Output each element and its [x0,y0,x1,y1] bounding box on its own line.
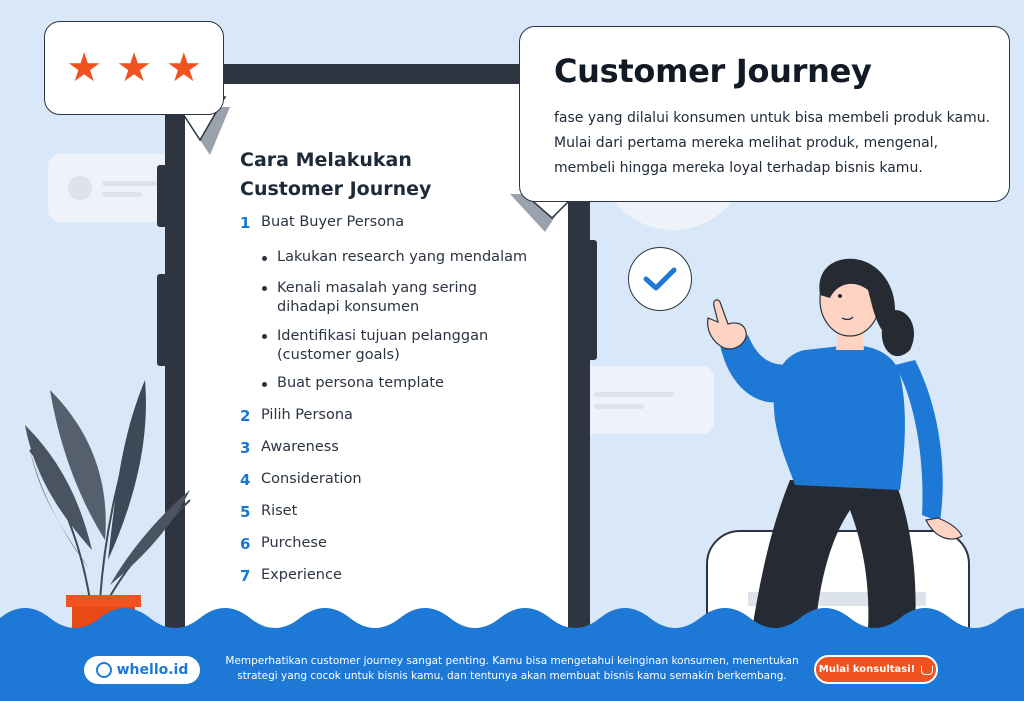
bg-card-left-line [102,181,158,186]
definition-bubble [519,26,1010,202]
sub-step-label: Buat persona template [277,375,444,391]
steps-title-line: Cara Melakukan [240,149,412,171]
bg-card-right-line [594,392,674,397]
steps-list: 1 Buat Buyer Persona Lakukan research ya… [240,214,560,599]
check-bubble [628,247,692,311]
step-item: 1 Buat Buyer Persona [240,214,560,246]
sub-step-label: Kenali masalah yang sering dihadapi kons… [277,280,477,315]
step-label: Riset [261,503,298,519]
bg-card-left-line [102,192,142,197]
bullet-icon [262,382,267,387]
bullet-icon [262,334,267,339]
step-number: 7 [240,567,251,585]
sub-step-item: Identifikasi tujuan pelanggan (customer … [240,327,560,375]
step-item: 5 Riset [240,503,560,535]
step-label: Experience [261,567,342,583]
step-item: 2 Pilih Persona [240,407,560,439]
star-icon: ★ [66,46,103,90]
bg-card-left-avatar [68,176,92,200]
bg-card-right [580,366,714,434]
definition-title: Customer Journey [554,52,872,90]
bg-card-right-line [594,404,644,409]
step-item: 3 Awareness [240,439,560,471]
steps-title: Cara Melakukan Customer Journey [240,146,540,204]
sub-step-item: Kenali masalah yang sering dihadapi kons… [240,279,560,327]
step-number: 2 [240,407,251,425]
footer-text: Memperhatikan customer journey sangat pe… [225,655,799,682]
sub-step-item: Lakukan research yang mendalam [240,249,560,279]
bullet-icon [262,286,267,291]
star-icon: ★ [116,46,152,90]
sub-step-label: Identifikasi tujuan pelanggan (customer … [277,328,489,363]
step-number: 5 [240,503,251,521]
phone-screen [185,84,568,684]
step-item: 4 Consideration [240,471,560,503]
step-label: Awareness [261,439,339,455]
consultation-button-label: Mulai konsultasi! [818,664,916,675]
step-number: 6 [240,535,251,553]
whello-logo[interactable]: whello.id [84,656,200,684]
step-item: 7 Experience [240,567,560,599]
bullet-icon [262,256,267,261]
sub-step-item: Buat persona template [240,375,560,407]
step-label: Buat Buyer Persona [261,214,405,230]
step-number: 1 [240,214,251,232]
star-icon: ★ [165,46,202,90]
phone-side-button [157,274,167,366]
step-label: Consideration [261,471,362,487]
coffee-cup-icon [921,666,934,675]
woman-illustration [707,258,963,630]
check-icon [643,267,677,291]
step-number: 4 [240,471,251,489]
step-number: 3 [240,439,251,457]
logo-text: whello.id [116,662,189,678]
phone-side-button [157,165,167,227]
sub-step-label: Lakukan research yang mendalam [277,249,528,265]
step-label: Purchese [261,535,327,551]
step-label: Pilih Persona [261,407,353,423]
step-item: 6 Purchese [240,535,560,567]
definition-text: fase yang dilalui konsumen untuk bisa me… [554,110,991,176]
globe-icon [95,662,112,678]
star-rating-bubble: ★ ★ ★ [44,21,224,115]
consultation-button[interactable]: Mulai konsultasi! [814,655,938,684]
phone-side-button [587,240,597,360]
steps-title-line: Customer Journey [240,178,432,200]
